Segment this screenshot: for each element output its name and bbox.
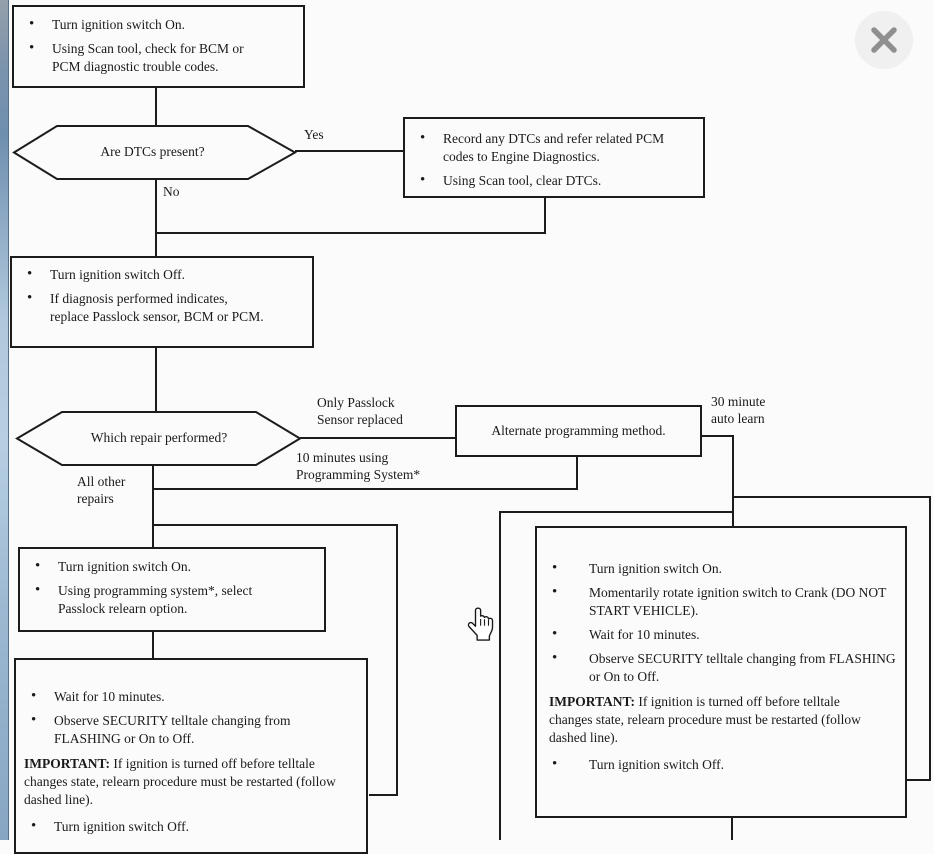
important-note: IMPORTANT: If ignition is turned off bef…: [549, 693, 867, 747]
step-text: Using Scan tool, clear DTCs.: [405, 171, 669, 191]
process-box-relearn: Turn ignition switch On. Using programmi…: [18, 547, 326, 632]
important-label: IMPORTANT:: [549, 693, 636, 709]
process-box-auto-learn: Turn ignition switch On. Momentarily rot…: [535, 526, 907, 818]
step-text: Observe SECURITY telltale changing from …: [537, 649, 905, 686]
hand-cursor: [466, 605, 496, 649]
important-label: IMPORTANT:: [24, 755, 111, 771]
important-text: If ignition is turned off before telltal…: [24, 755, 336, 807]
step-text: Observe SECURITY telltale changing from …: [16, 711, 346, 748]
step-text: Turn ignition switch On.: [537, 559, 905, 579]
process-box-record-dtcs: Record any DTCs and refer related PCM co…: [403, 117, 705, 198]
step-text: Using programming system*, select Passlo…: [20, 581, 280, 618]
branch-label-no: No: [163, 184, 180, 199]
branch-label-only-passlock: Only Passlock Sensor replaced: [317, 395, 403, 427]
window-edge-strip: [0, 0, 9, 840]
important-note: IMPORTANT: If ignition is turned off bef…: [24, 755, 336, 809]
branch-label-ten-minutes: 10 minutes using Programming System*: [296, 450, 421, 482]
important-text: If ignition is turned off before telltal…: [549, 693, 861, 745]
step-text: Wait for 10 minutes.: [16, 687, 346, 707]
decision-repair-label: Which repair performed?: [90, 430, 228, 446]
step-text: Wait for 10 minutes.: [537, 625, 905, 645]
step-text: Turn ignition switch On.: [20, 557, 280, 577]
branch-label-yes: Yes: [304, 127, 324, 142]
branch-label-thirty-minute: 30 minute auto learn: [711, 394, 766, 426]
close-icon: [871, 27, 897, 53]
step-text: Turn ignition switch Off.: [12, 265, 265, 285]
step-text: Using Scan tool, check for BCM or PCM di…: [14, 39, 266, 76]
close-button[interactable]: [855, 11, 913, 69]
step-text: Momentarily rotate ignition switch to Cr…: [537, 583, 905, 620]
step-text: Turn ignition switch Off.: [537, 755, 905, 775]
process-box-alternate: Alternate programming method.: [455, 405, 702, 457]
step-text: Turn ignition switch On.: [14, 15, 266, 35]
step-text: If diagnosis performed indicates, replac…: [12, 289, 265, 326]
branch-label-all-other: All other repairs: [77, 474, 126, 506]
process-box-start: Turn ignition switch On. Using Scan tool…: [12, 5, 305, 88]
process-box-wait: Wait for 10 minutes. Observe SECURITY te…: [14, 658, 368, 854]
process-box-diagnosis: Turn ignition switch Off. If diagnosis p…: [10, 256, 314, 348]
step-text: Turn ignition switch Off.: [16, 817, 346, 837]
decision-dtcs-label: Are DTCs present?: [100, 144, 205, 160]
step-text: Record any DTCs and refer related PCM co…: [405, 129, 669, 166]
